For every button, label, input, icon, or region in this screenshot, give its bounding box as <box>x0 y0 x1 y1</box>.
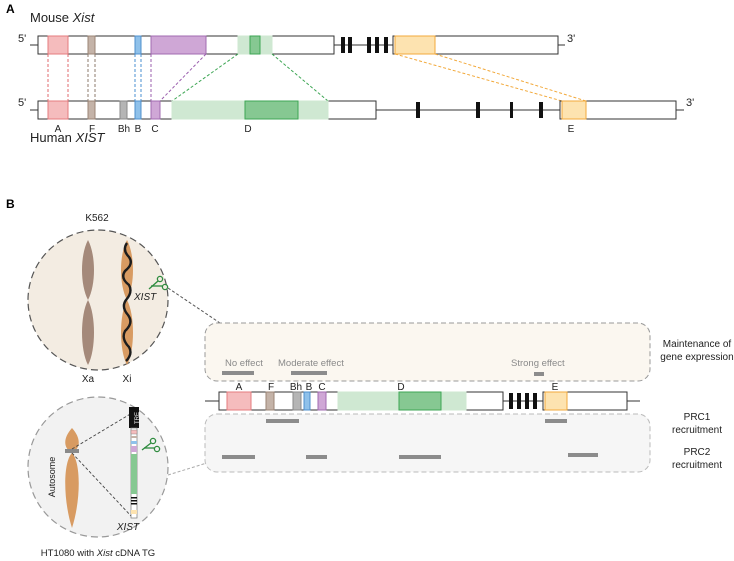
b-repeat-f <box>265 391 275 411</box>
prc1-label-1: PRC1 <box>684 412 711 423</box>
human-repeat-e <box>561 100 587 120</box>
mouse-repeat-b <box>134 35 142 55</box>
repeat-label-d: D <box>244 124 251 135</box>
human-repeat-f <box>87 100 96 120</box>
human-exon-small <box>416 102 420 118</box>
mouse-exon-small <box>375 37 379 53</box>
human-repeat-bh <box>119 100 128 120</box>
b-repeat-c <box>317 391 327 411</box>
prc2-bar-b <box>306 455 327 459</box>
autosome-label: Autosome <box>47 457 57 498</box>
human-three-prime-label: 3' <box>686 97 694 109</box>
k562-label: K562 <box>85 213 109 224</box>
human-repeat-a <box>47 100 69 120</box>
mouse-xist-gene: 5' 3' <box>18 33 575 55</box>
mouse-repeat-d-core <box>249 35 261 55</box>
repeat-label-b: B <box>135 124 142 135</box>
repeat-label-e: E <box>568 124 575 135</box>
no-effect-bar <box>222 371 254 375</box>
strong-effect-bar <box>534 372 544 376</box>
prc2-bar-e <box>568 453 598 457</box>
k562-cell-circle <box>27 229 169 371</box>
maintenance-label-2: gene expression <box>660 352 733 363</box>
mouse-exon-small <box>384 37 388 53</box>
human-xist-gene: 5' 3' <box>18 97 694 120</box>
b-repeat-b <box>303 391 311 411</box>
xi-chromosome <box>121 240 133 365</box>
xa-chromosome <box>82 240 94 365</box>
effect-no-label: No effect <box>225 358 263 369</box>
mouse-repeat-f <box>87 35 96 55</box>
zoom-tg-top <box>71 412 133 450</box>
human-exon-small <box>476 102 480 118</box>
b-label-d: D <box>397 382 404 393</box>
repeat-label-f: F <box>89 124 95 135</box>
effect-strong-label: Strong effect <box>511 358 565 369</box>
human-repeat-c <box>150 100 161 120</box>
prc2-label-2: recruitment <box>672 460 722 471</box>
zoom-connector-top <box>167 287 221 324</box>
human-exon-small <box>510 102 513 118</box>
b-label-b: B <box>306 382 313 393</box>
zoom-connector-bottom <box>167 461 211 476</box>
panel-a-letter: A <box>6 2 15 16</box>
mouse-repeat-c <box>150 35 207 55</box>
ht1080-label: HT1080 with Xist cDNA TG <box>41 548 155 559</box>
mouse-exon-small <box>348 37 352 53</box>
maintenance-label-1: Maintenance of <box>663 339 732 350</box>
human-five-prime-label: 5' <box>18 97 26 109</box>
b-label-a: A <box>236 382 243 393</box>
scissors-icon <box>148 275 169 291</box>
human-exon-last <box>559 100 677 120</box>
prc1-label-2: recruitment <box>672 425 722 436</box>
b-label-f: F <box>268 382 274 393</box>
prc2-label-1: PRC2 <box>684 447 711 458</box>
mouse-exon-small <box>341 37 345 53</box>
xist-transgene: TRE <box>129 407 141 519</box>
b-repeat-bh <box>292 391 302 411</box>
transgene-xist-label: XIST <box>116 522 140 533</box>
prc1-bar-f <box>266 419 299 423</box>
mouse-three-prime-label: 3' <box>567 33 575 45</box>
human-xist-gene-b <box>205 391 640 411</box>
xi-label: Xi <box>123 374 132 385</box>
scissors-icon <box>141 437 161 453</box>
mouse-five-prime-label: 5' <box>18 33 26 45</box>
b-repeat-d-core <box>398 391 442 411</box>
repeat-label-a: A <box>55 124 62 135</box>
prc2-bar-d <box>399 455 441 459</box>
effect-moderate-label: Moderate effect <box>278 358 344 369</box>
human-xist-title: Human XIST <box>30 130 105 145</box>
b-repeat-labels: A F Bh B C D E <box>236 382 559 393</box>
mouse-repeat-e <box>394 35 436 55</box>
maintenance-panel <box>204 322 651 382</box>
moderate-effect-bar <box>291 371 327 375</box>
b-label-e: E <box>552 382 559 393</box>
prc2-bar-a <box>222 455 255 459</box>
tre-promoter-label: TRE <box>135 412 141 424</box>
human-repeat-b <box>134 100 142 120</box>
mouse-exon-small <box>367 37 371 53</box>
right-labels: Maintenance of gene expression PRC1 recr… <box>660 339 733 471</box>
human-exon-small <box>539 102 543 118</box>
xi-xist-label: XIST <box>133 292 157 303</box>
autosome-chromosome <box>65 428 79 528</box>
mouse-xist-title: Mouse Xist <box>30 10 96 25</box>
repeat-label-c: C <box>151 124 158 135</box>
b-repeat-a <box>226 391 252 411</box>
prc1-bar-e <box>545 419 567 423</box>
repeat-label-bh: Bh <box>118 124 130 135</box>
b-label-bh: Bh <box>290 382 302 393</box>
homology-connectors <box>47 53 587 102</box>
human-repeat-d-core <box>244 100 299 120</box>
xa-label: Xa <box>82 374 95 385</box>
mouse-repeat-a <box>47 35 69 55</box>
panel-b-letter: B <box>6 197 15 211</box>
human-repeat-labels: A F Bh B C D E <box>55 124 575 135</box>
b-repeat-e <box>544 391 568 411</box>
b-label-c: C <box>318 382 325 393</box>
